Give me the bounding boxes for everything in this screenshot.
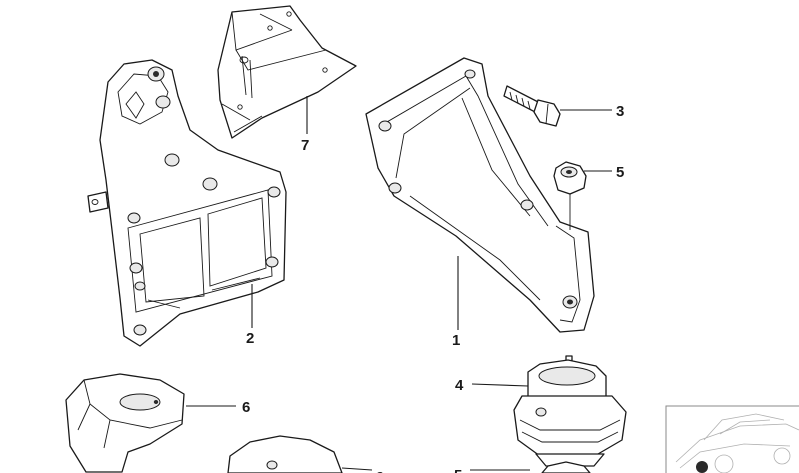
callout-5-upper: 5 — [616, 164, 624, 181]
callout-7: 7 — [301, 137, 309, 154]
callout-4: 4 — [455, 377, 464, 394]
part-9-disc[interactable] — [227, 435, 343, 473]
callout-9: 9 — [376, 469, 384, 473]
callout-1: 1 — [452, 332, 460, 349]
part-1-engine-support[interactable] — [365, 57, 595, 333]
callout-labels: 7 2 1 3 5 4 6 9 5 — [242, 103, 624, 473]
part-5-nut-upper[interactable] — [553, 161, 587, 230]
part-3-bolt[interactable] — [503, 85, 561, 127]
leader-lines — [186, 96, 612, 471]
locator-dot-icon — [696, 461, 708, 473]
callout-5-lower: 5 — [454, 467, 462, 473]
callout-2: 2 — [246, 330, 254, 347]
part-5-washer-lower[interactable] — [541, 461, 591, 473]
callout-3: 3 — [616, 103, 624, 120]
part-6-heat-shield[interactable] — [65, 373, 185, 473]
part-4-engine-mount[interactable] — [513, 355, 627, 467]
part-7-bracket-plate[interactable] — [217, 5, 357, 139]
part-2-engine-bracket[interactable] — [87, 59, 287, 347]
car-locator-thumbnail[interactable] — [665, 405, 799, 473]
callout-6: 6 — [242, 399, 250, 416]
